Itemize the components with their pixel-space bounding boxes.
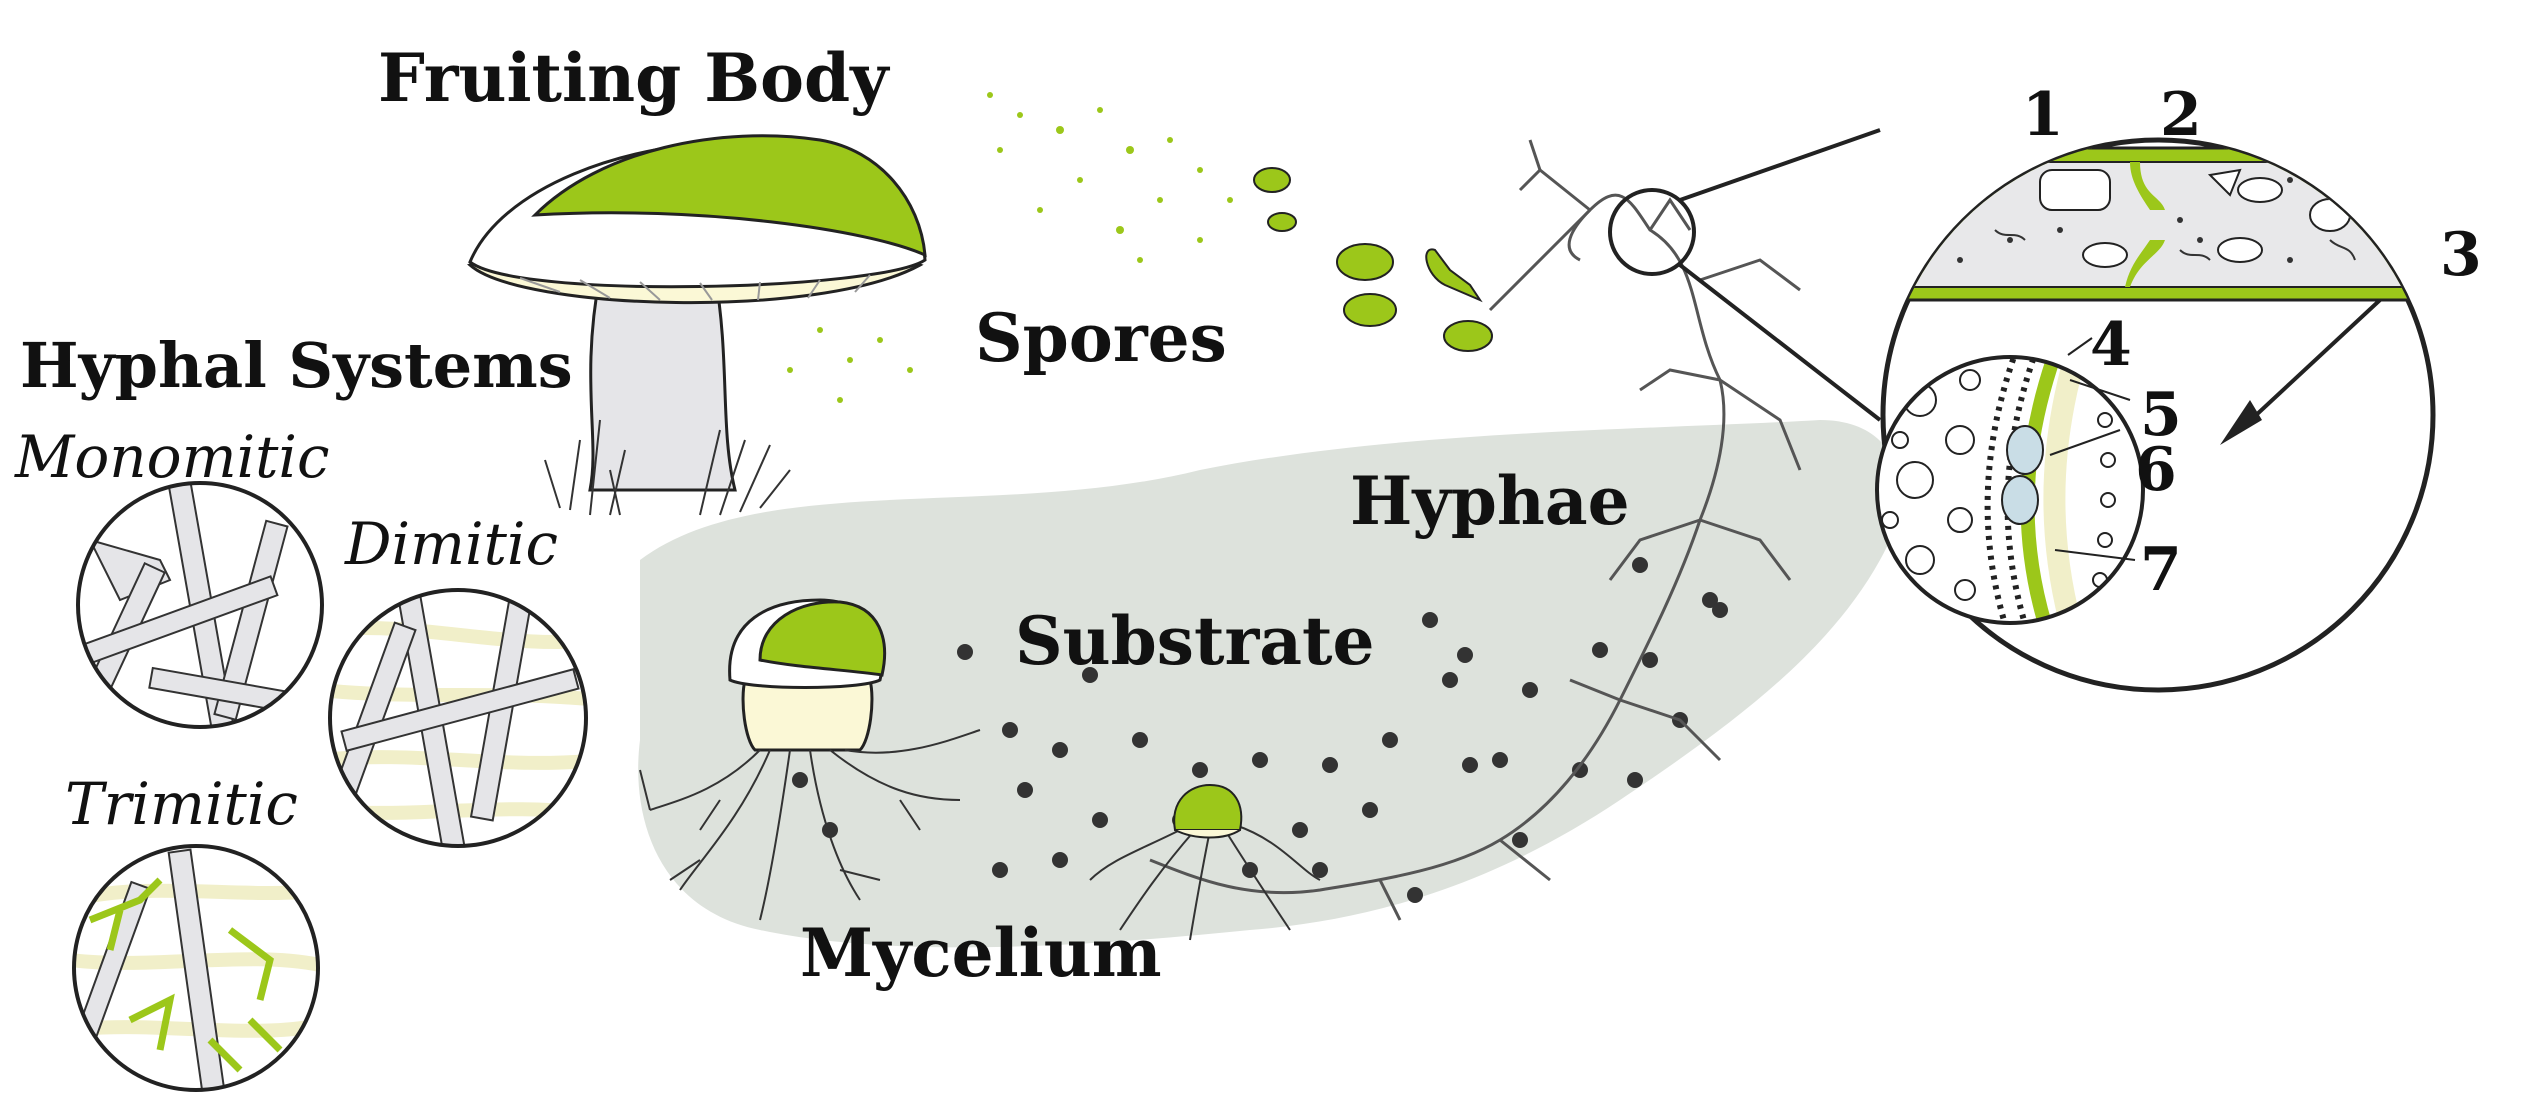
- mycelium-label: Mycelium: [800, 914, 1162, 992]
- monomitic-circle: [76, 481, 324, 729]
- trimitic-circle: [72, 844, 320, 1092]
- fruiting-body-mushroom: [467, 134, 927, 516]
- dimitic-circle: [328, 588, 588, 848]
- label-7: 7: [2140, 535, 2182, 605]
- substrate-particles: [792, 557, 1728, 903]
- label-2: 2: [2160, 80, 2202, 150]
- hyphae-label: Hyphae: [1350, 462, 1630, 540]
- monomitic-label: Monomitic: [15, 423, 330, 491]
- label-4: 4: [2090, 310, 2132, 380]
- label-1: 1: [2022, 80, 2064, 150]
- fruiting-body-label: Fruiting Body: [378, 39, 889, 117]
- label-5: 5: [2140, 380, 2182, 450]
- label-6: 6: [2135, 435, 2177, 505]
- spore-particles: [787, 92, 1493, 403]
- label-3: 3: [2440, 220, 2482, 290]
- dimitic-label: Dimitic: [345, 510, 558, 578]
- mycelium-roots: [639, 729, 1321, 941]
- mycelium-primordium: [1173, 783, 1243, 839]
- substrate-area: [638, 420, 1900, 948]
- trimitic-label: Trimitic: [65, 770, 298, 838]
- young-fruiting-body: [728, 598, 887, 752]
- spores-label: Spores: [975, 299, 1227, 377]
- hyphal-systems-label: Hyphal Systems: [20, 329, 573, 402]
- hyphae-network: [1149, 139, 1802, 921]
- substrate-label: Substrate: [1015, 602, 1375, 680]
